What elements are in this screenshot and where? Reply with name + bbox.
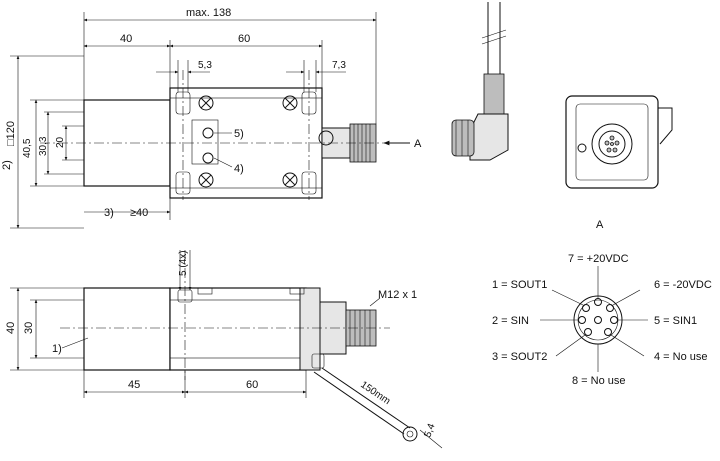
dim-front-30: 30 bbox=[23, 322, 35, 334]
led-indicator bbox=[202, 127, 214, 139]
pin-3-label: 3 = SOUT2 bbox=[492, 351, 547, 363]
dim-front-45: 45 bbox=[128, 379, 140, 391]
dim-hole-b: 7,3 bbox=[332, 60, 346, 71]
cable-ring bbox=[402, 426, 418, 442]
pin-6-label: 6 = -20VDC bbox=[654, 279, 712, 291]
pin-5-label: 5 = SIN1 bbox=[654, 315, 697, 327]
pin-4-label: 4 = No use bbox=[654, 351, 708, 363]
dim-min-40: ≥40 bbox=[130, 207, 148, 219]
bottom-note: 3) bbox=[104, 207, 114, 219]
top-view: max. 138 40 60 5,3 7,3 2) □120 40,5 30,3… bbox=[1, 7, 422, 229]
view-a: A bbox=[565, 95, 673, 231]
dim-20: 20 bbox=[55, 136, 66, 148]
led-indicator bbox=[202, 152, 214, 164]
angled-connector-view bbox=[451, 2, 509, 161]
dim-front-hole: 5 (4x) bbox=[178, 250, 189, 276]
pinout-diagram: 7 = +20VDC 1 = SOUT1 2 = SIN 3 = SOUT2 6… bbox=[492, 253, 712, 387]
dim-cable-length: 150mm bbox=[358, 379, 392, 407]
dim-hole-a: 5,3 bbox=[198, 60, 212, 71]
connector-label: M12 x 1 bbox=[378, 289, 417, 301]
dim-front-60: 60 bbox=[246, 379, 258, 391]
pin-2-label: 2 = SIN bbox=[492, 315, 529, 327]
callout-5: 5) bbox=[234, 128, 244, 140]
view-a-label: A bbox=[596, 219, 604, 231]
view-marker-a: A bbox=[414, 138, 422, 150]
callout-4: 4) bbox=[234, 163, 244, 175]
sensor-head-front bbox=[83, 287, 171, 371]
dim-front-40: 40 bbox=[5, 322, 17, 334]
dim-40-5: 40,5 bbox=[22, 138, 33, 158]
side-note: 2) bbox=[1, 160, 13, 170]
dim-overall: max. 138 bbox=[186, 7, 231, 19]
pin-7-label: 7 = +20VDC bbox=[568, 253, 629, 265]
sensor-housing-front bbox=[169, 287, 307, 371]
pin-8-label: 8 = No use bbox=[572, 375, 626, 387]
dim-body: 60 bbox=[238, 33, 250, 45]
m12-connector-face bbox=[573, 295, 623, 345]
dim-30-3: 30,3 bbox=[38, 136, 49, 156]
dim-120: □120 bbox=[5, 121, 17, 146]
dim-ring: 5,4 bbox=[422, 422, 437, 439]
pin-1-label: 1 = SOUT1 bbox=[492, 279, 547, 291]
screw-icon bbox=[198, 95, 298, 188]
callout-1: 1) bbox=[52, 343, 62, 355]
dim-head: 40 bbox=[120, 33, 132, 45]
front-view: 40 30 45 60 5 (4x) 1) M12 x 1 150mm 5,4 bbox=[5, 250, 443, 449]
